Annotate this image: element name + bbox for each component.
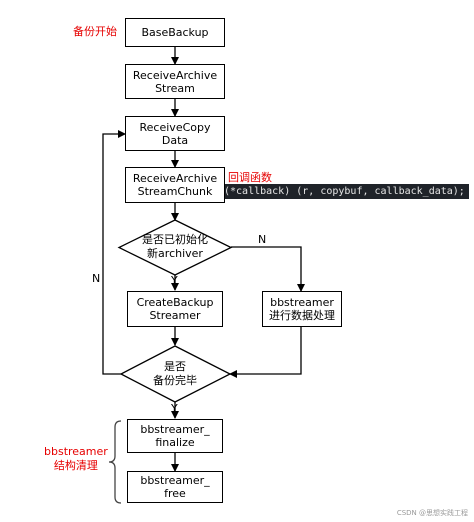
initialized-decision-diamond — [117, 219, 233, 276]
receive-copy-data-label: ReceiveCopy Data — [139, 120, 211, 147]
edge-decision-to-process — [231, 246, 305, 292]
bbstreamer-free-label: bbstreamer_ free — [140, 474, 210, 500]
create-backup-streamer-node: CreateBackup Streamer — [127, 291, 223, 327]
initialized-decision-label: 是否已初始化 新archiver — [142, 233, 208, 260]
receive-copy-data-node: ReceiveCopy Data — [125, 116, 225, 151]
edge-label-yes-done: Y — [171, 402, 178, 415]
receive-archive-stream-chunk-node: ReceiveArchive StreamChunk — [125, 167, 225, 203]
bbstreamer-process-node: bbstreamer 进行数据处理 — [262, 291, 342, 327]
receive-archive-stream-label: ReceiveArchive Stream — [132, 68, 218, 95]
callback-code-snippet: (*callback) (r, copybuf, callback_data); — [220, 184, 469, 199]
cleanup-brace — [108, 420, 122, 504]
bbstreamer-process-label: bbstreamer 进行数据处理 — [269, 296, 335, 322]
receive-archive-stream-chunk-label: ReceiveArchive StreamChunk — [132, 172, 218, 198]
edge-label-no-initialized: N — [258, 233, 267, 246]
bbstreamer-finalize-node: bbstreamer_ finalize — [127, 419, 223, 453]
backup-done-decision-diamond — [119, 345, 232, 403]
base-backup-node: BaseBackup — [125, 18, 225, 47]
backup-start-annotation: 备份开始 — [73, 25, 117, 38]
bbstreamer-free-node: bbstreamer_ free — [127, 471, 223, 503]
base-backup-label: BaseBackup — [141, 26, 209, 39]
edge-label-yes-initialized: Y — [171, 274, 178, 287]
receive-archive-stream-node: ReceiveArchive Stream — [125, 64, 225, 99]
backup-done-decision-label: 是否 备份完毕 — [153, 360, 197, 387]
callback-function-annotation: 回调函数 — [228, 171, 272, 184]
bbstreamer-finalize-label: bbstreamer_ finalize — [140, 423, 210, 449]
edge-process-to-done — [229, 327, 302, 378]
cleanup-annotation: bbstreamer 结构清理 — [44, 445, 108, 472]
edge-done-loop-back — [102, 130, 126, 375]
create-backup-streamer-label: CreateBackup Streamer — [136, 296, 214, 322]
edge-label-no-loop: N — [92, 272, 101, 285]
watermark: CSDN @思想实践工程 — [396, 509, 468, 517]
